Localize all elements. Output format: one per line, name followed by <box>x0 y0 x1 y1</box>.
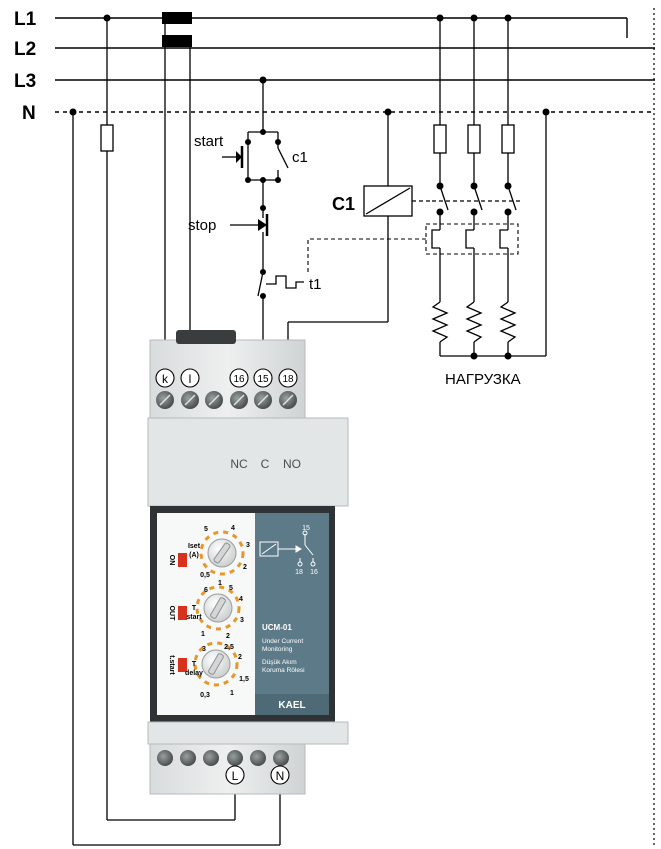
bottom-terminal-rings <box>225 765 290 785</box>
power-branch <box>431 18 547 357</box>
svg-text:5: 5 <box>204 526 208 533</box>
svg-text:1: 1 <box>201 631 205 638</box>
desc-en-2: Monitoring <box>262 646 293 653</box>
terminal-16: 16 <box>233 374 245 385</box>
terminal-L: L <box>232 769 239 783</box>
knob1-label-2: (A) <box>189 552 199 559</box>
svg-text:2: 2 <box>238 654 242 661</box>
knob-iset <box>199 530 245 576</box>
label-c1-coil: C1 <box>332 194 355 214</box>
control-junctions <box>245 129 281 299</box>
bottom-terminal-screws <box>157 750 289 766</box>
label-start: start <box>194 133 224 150</box>
label-n: N <box>22 103 36 124</box>
supply-fuse <box>100 124 114 152</box>
label-no: NO <box>283 457 301 471</box>
terminal-15: 15 <box>257 374 269 385</box>
symbol-15: 15 <box>302 525 310 532</box>
front-panel-right <box>255 513 329 715</box>
label-stop: stop <box>188 217 216 234</box>
stop-button-arrow <box>258 219 267 231</box>
knob2-scale: 1 2 3 4 5 6 <box>201 585 244 640</box>
label-l2: L2 <box>14 39 36 60</box>
led-tstart <box>178 658 187 672</box>
knob-tstart <box>195 585 241 631</box>
svg-text:4: 4 <box>231 525 235 532</box>
relay-device <box>147 330 349 795</box>
svg-text:6: 6 <box>204 587 208 594</box>
bus-lines <box>55 17 655 113</box>
terminal-N: N <box>276 769 285 783</box>
knob3-scale: 0,3 1 1,5 2 2,5 3 <box>200 644 249 699</box>
label-t1: t1 <box>309 276 322 293</box>
desc-tr-2: Koruma Rölesi <box>262 667 305 674</box>
current-transformer-top <box>162 12 192 24</box>
terminal-18: 18 <box>282 374 294 385</box>
svg-text:1: 1 <box>218 580 222 587</box>
label-c: C <box>261 457 270 471</box>
knob3-label-1: T <box>192 661 197 668</box>
svg-text:4: 4 <box>239 596 243 603</box>
svg-text:1,5: 1,5 <box>239 676 249 683</box>
thermal-relay-box <box>425 223 519 255</box>
led-label-out: OUT <box>168 606 175 622</box>
start-button-arrow <box>236 151 242 163</box>
label-nc: NC <box>230 457 248 471</box>
knob1-label-1: Iset <box>188 543 201 550</box>
label-load: НАГРУЗКА <box>445 371 521 388</box>
desc-tr-1: Düşük Akım <box>262 659 297 666</box>
svg-text:1: 1 <box>230 690 234 697</box>
terminal-l: l <box>189 372 192 386</box>
symbol-18: 18 <box>295 569 303 576</box>
svg-text:3: 3 <box>240 617 244 624</box>
knob2-label-1: T <box>192 605 197 612</box>
led-label-on: ON <box>168 555 175 566</box>
led-label-tstart: t.start <box>168 655 175 675</box>
relay-symbol <box>259 530 316 567</box>
top-terminal-rings <box>155 368 298 388</box>
model-name: UCM-01 <box>262 623 292 632</box>
power-junctions <box>436 14 550 360</box>
brand-logo: KAEL <box>278 700 305 711</box>
terminal-k: k <box>162 372 169 386</box>
control-circuit <box>240 80 304 375</box>
knob-tdelay <box>193 641 239 687</box>
svg-text:0,3: 0,3 <box>200 692 210 699</box>
svg-text:2,5: 2,5 <box>224 644 234 651</box>
ct-wires <box>164 24 191 375</box>
svg-text:3: 3 <box>202 646 206 653</box>
top-screw-slots <box>159 394 294 406</box>
svg-text:0,5: 0,5 <box>200 572 210 579</box>
knob1-scale: 0,5 1 2 3 4 5 <box>200 525 250 587</box>
knob3-label-2: delay <box>185 670 203 677</box>
label-l1: L1 <box>14 9 37 30</box>
symbol-16: 16 <box>310 569 318 576</box>
svg-text:2: 2 <box>226 633 230 640</box>
label-c1-contact: c1 <box>292 149 308 166</box>
desc-en-1: Under Current <box>262 638 303 645</box>
svg-text:5: 5 <box>229 585 233 592</box>
label-l3: L3 <box>14 71 36 92</box>
svg-text:2: 2 <box>243 564 247 571</box>
led-on <box>178 553 187 567</box>
current-transformer-bottom <box>162 35 192 47</box>
led-out <box>178 606 187 620</box>
knob2-label-2: start <box>186 614 202 621</box>
svg-text:3: 3 <box>246 542 250 549</box>
